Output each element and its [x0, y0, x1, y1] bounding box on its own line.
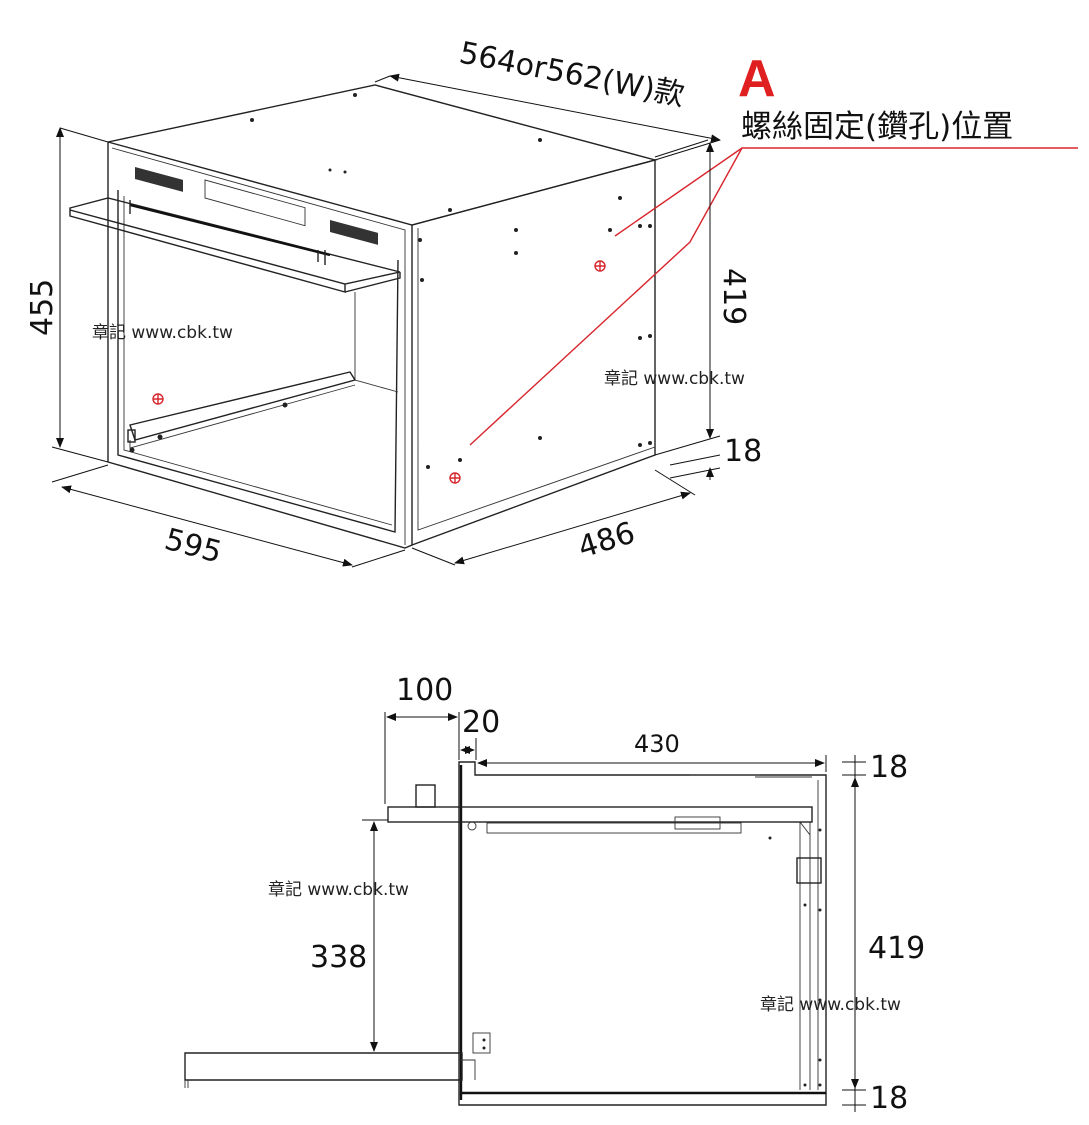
oven-side-view: 100 20 430 18 419 18 338 章記 www.cbk.tw 章… [184, 673, 925, 1116]
dim-depth-label: 430 [634, 730, 680, 758]
hinge [796, 857, 822, 884]
callout-leader-lines [469, 147, 1078, 446]
oven-door-open [184, 1052, 463, 1081]
dim-top-label: 18 [870, 750, 908, 785]
dim-height-label: 455 [25, 279, 60, 336]
screw-marker-icon [152, 393, 164, 405]
oven-side-face [411, 159, 656, 546]
oven-door-open [69, 197, 401, 285]
side-holes [768, 828, 822, 1087]
dim-gap-label: 20 [462, 705, 500, 740]
oven-rack [129, 371, 357, 441]
screw-marker-icon [594, 260, 606, 272]
dim-width-line [389, 73, 721, 143]
dim-height-label: 419 [868, 931, 925, 966]
vent-grille-right [330, 220, 378, 245]
oven-door-closed [387, 806, 813, 823]
oven-top-face [107, 84, 658, 226]
watermark: 章記 www.cbk.tw [760, 995, 901, 1015]
dim-inner-height-label: 419 [716, 268, 751, 325]
dim-bottom-label: 18 [870, 1081, 908, 1116]
dim-depth-label: 486 [574, 515, 639, 565]
telescopic-rail [486, 822, 742, 834]
door-handle [129, 203, 331, 257]
watermark: 章記 www.cbk.tw [604, 369, 745, 389]
callout-text: 螺絲固定(鑽孔)位置 [741, 109, 1013, 145]
watermark: 章記 www.cbk.tw [92, 323, 233, 343]
dim-depth-line [454, 491, 691, 565]
screw-marker-icon [449, 472, 461, 484]
dim-door-drop-label: 338 [310, 940, 367, 975]
vent-grille-left [135, 167, 183, 192]
door-handle [415, 784, 436, 808]
screw-position-markers [152, 260, 606, 484]
dim-width-label: 564or562(W)款 [456, 35, 687, 113]
oven-body-outline [458, 761, 827, 1106]
watermark: 章記 www.cbk.tw [268, 880, 409, 900]
dim-bottom-gap-label: 18 [724, 434, 762, 469]
dim-front-width-label: 595 [161, 522, 225, 571]
dim-door-label: 100 [396, 673, 453, 708]
dim-front-width-line [61, 485, 353, 567]
mounting-holes [129, 93, 652, 469]
callout-letter: A [738, 50, 776, 108]
oven-perspective-view: A 螺絲固定(鑽孔)位置 564or562(W)款 455 419 18 595… [25, 35, 1078, 571]
